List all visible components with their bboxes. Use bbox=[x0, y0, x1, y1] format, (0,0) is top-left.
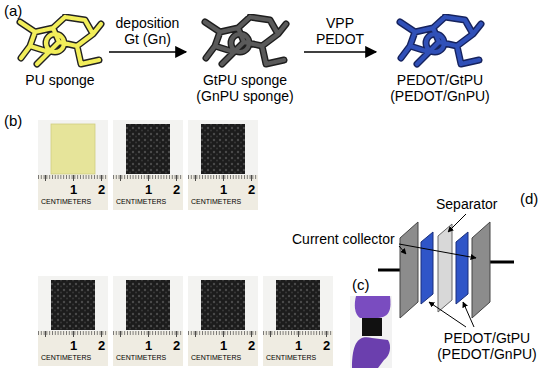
sponge-photo bbox=[113, 120, 183, 210]
sponge-outline bbox=[205, 17, 286, 64]
stage-label: GtPU sponge (GnPU sponge) bbox=[190, 72, 300, 104]
ruler-caption: CENTIMETERS bbox=[191, 354, 241, 361]
terminal-wire bbox=[488, 261, 514, 264]
sponge-stage: GtPU sponge (GnPU sponge) bbox=[190, 14, 300, 104]
sponge-outline bbox=[20, 17, 101, 64]
ruler-caption: CENTIMETERS bbox=[41, 198, 91, 205]
leader-line bbox=[399, 244, 476, 258]
part-label: Current collector bbox=[292, 231, 395, 247]
panel-label: (d) bbox=[520, 190, 538, 207]
leader-line bbox=[429, 302, 466, 327]
ruler-number: 2 bbox=[173, 339, 180, 352]
sponge-fill bbox=[20, 17, 101, 64]
ruler-number: 2 bbox=[98, 339, 105, 352]
sponge-stage: PU sponge bbox=[15, 14, 105, 88]
sponge-illustration bbox=[15, 14, 105, 69]
process-arrow bbox=[304, 51, 376, 53]
panel-label: (a) bbox=[4, 2, 22, 19]
ruler-caption: CENTIMETERS bbox=[116, 198, 166, 205]
process-arrow bbox=[109, 51, 186, 53]
sponge-illustration bbox=[395, 14, 485, 69]
edge-label: VPP PEDOT bbox=[310, 15, 370, 47]
current-collector-plate bbox=[472, 222, 490, 318]
panel-label: (c) bbox=[352, 276, 370, 293]
sponge-outline bbox=[400, 17, 481, 64]
edge-label: deposition Gt (Gn) bbox=[109, 15, 187, 47]
stage-label: PU sponge bbox=[15, 72, 105, 88]
separator-plate bbox=[438, 224, 452, 312]
sponge-fill bbox=[400, 17, 481, 64]
glove-photo bbox=[350, 296, 392, 368]
leader-line bbox=[463, 302, 474, 327]
ruler-number: 1 bbox=[145, 339, 152, 352]
ruler-number: 2 bbox=[248, 339, 255, 352]
ruler-number: 2 bbox=[323, 339, 330, 352]
ruler-number: 1 bbox=[220, 183, 227, 196]
sponge-photo bbox=[38, 276, 108, 366]
sponge-fill bbox=[205, 17, 286, 64]
ruler-number: 1 bbox=[70, 183, 77, 196]
ruler-number: 2 bbox=[248, 183, 255, 196]
sponge-photo bbox=[113, 276, 183, 366]
electrode-plate bbox=[421, 232, 433, 304]
ruler-number: 1 bbox=[295, 339, 302, 352]
supercapacitor-schematic bbox=[378, 214, 514, 327]
electrode-plate bbox=[456, 232, 468, 304]
ruler-number: 1 bbox=[145, 183, 152, 196]
ruler-number: 1 bbox=[70, 339, 77, 352]
sponge-photo bbox=[38, 120, 108, 210]
ruler-caption: CENTIMETERS bbox=[266, 354, 316, 361]
ruler-caption: CENTIMETERS bbox=[191, 198, 241, 205]
panel-label: (b) bbox=[4, 112, 22, 129]
sponge-photo bbox=[263, 276, 333, 366]
part-label: PEDOT/GtPU (PEDOT/GnPU) bbox=[432, 330, 542, 362]
sponge-illustration bbox=[200, 14, 290, 69]
stage-label: PEDOT/GtPU (PEDOT/GnPU) bbox=[380, 72, 500, 104]
part-label: Separator bbox=[436, 196, 497, 212]
ruler-caption: CENTIMETERS bbox=[116, 354, 166, 361]
sponge-photo bbox=[188, 276, 258, 366]
current-collector-plate bbox=[400, 222, 418, 318]
ruler-number: 2 bbox=[173, 183, 180, 196]
leader-line bbox=[448, 214, 466, 232]
sponge-stage: PEDOT/GtPU (PEDOT/GnPU) bbox=[380, 14, 500, 104]
ruler-number: 1 bbox=[220, 339, 227, 352]
ruler-caption: CENTIMETERS bbox=[41, 354, 91, 361]
ruler-number: 2 bbox=[98, 183, 105, 196]
sponge-photo bbox=[188, 120, 258, 210]
terminal-wire bbox=[378, 269, 402, 272]
leader-line bbox=[399, 246, 406, 254]
